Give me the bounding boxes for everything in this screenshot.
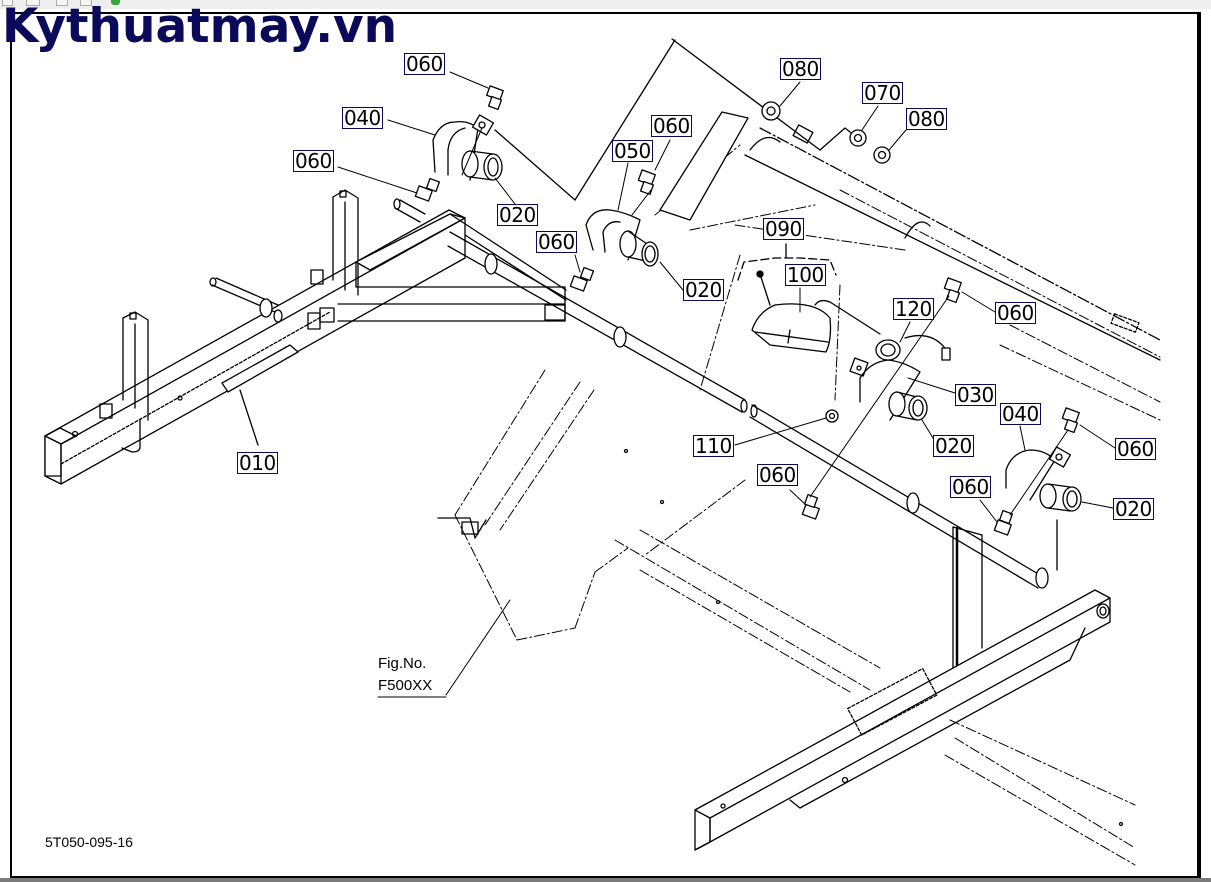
toolbar-export-icon[interactable] [111,0,120,5]
toolbar-save-icon[interactable] [26,0,40,6]
bushing-020-b [619,230,659,267]
callout-060[interactable]: 060 [950,475,991,499]
bolt-060-farright [1061,407,1080,434]
nut-080-b [873,146,891,164]
callout-020[interactable]: 020 [497,203,538,227]
callout-120[interactable]: 120 [893,297,934,321]
callout-100[interactable]: 100 [785,263,826,287]
figure-label: Fig.No. [378,655,427,672]
toolbar-page-icon[interactable] [2,0,13,6]
drawing-frame [10,12,1201,880]
callout-040[interactable]: 040 [342,106,383,130]
bolt-060-050 [637,169,656,196]
lamp-100 [737,243,881,353]
upper-rail [659,38,1161,361]
callout-040[interactable]: 040 [1000,402,1041,426]
main-tube [447,231,1049,589]
frame-shaft [209,198,426,323]
bolt-060-rightup [943,277,962,304]
callout-110[interactable]: 110 [693,434,734,458]
callout-060[interactable]: 060 [404,52,445,76]
hanger-bracket-2 [310,189,359,296]
bolt-060-top [486,85,504,111]
callout-090[interactable]: 090 [763,217,804,241]
callout-030[interactable]: 030 [955,383,996,407]
callout-070[interactable]: 070 [862,81,903,105]
bracket-040-b [1005,446,1072,501]
callout-080[interactable]: 080 [780,57,821,81]
callout-060[interactable]: 060 [1115,437,1156,461]
bushing-020-c [888,391,928,421]
bolt-060-left [414,177,441,202]
bottom-border [0,878,1211,882]
bolt-060-mid [569,266,595,292]
callout-010[interactable]: 010 [237,451,278,475]
figure-number[interactable]: F500XX [378,677,433,694]
callout-060[interactable]: 060 [995,301,1036,325]
viewer-toolbar [0,0,1211,9]
callout-060[interactable]: 060 [651,114,692,138]
washer-070 [849,129,867,147]
hanger-bracket-1 [99,311,149,453]
callout-060[interactable]: 060 [536,230,577,254]
nut-080-a [761,101,781,121]
bracket-030 [849,334,951,421]
watermark-logo: Kythuatmay.vn [2,0,398,54]
callout-020[interactable]: 020 [683,278,724,302]
frame-right-beam [694,589,1111,851]
nut-110 [825,409,839,423]
toolbar-zoom-icon[interactable] [80,0,92,6]
bushing-020-a [461,150,503,181]
bolt-060-lower [801,493,820,520]
callout-080[interactable]: 080 [906,107,947,131]
frame-post [952,526,983,669]
callout-020[interactable]: 020 [1113,497,1154,521]
toolbar-print-icon[interactable] [56,0,68,6]
callout-020[interactable]: 020 [933,434,974,458]
frame-brace [307,213,567,330]
bolt-060-rightlow [993,509,1014,536]
callout-050[interactable]: 050 [612,139,653,163]
callout-060[interactable]: 060 [293,149,334,173]
document-number: 5T050-095-16 [45,834,133,850]
bushing-020-d [1039,483,1082,512]
callout-060[interactable]: 060 [757,463,798,487]
